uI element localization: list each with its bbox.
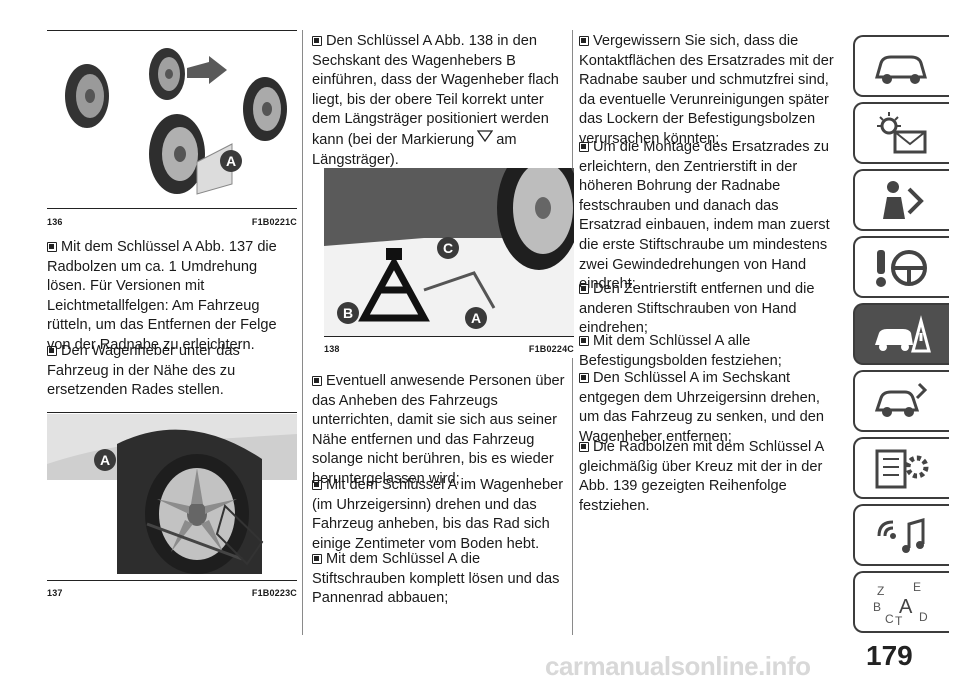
figure-number: 136 <box>47 217 63 227</box>
bullet-icon <box>579 284 589 294</box>
bullet-icon <box>312 376 322 386</box>
tab-maintenance[interactable] <box>853 370 949 432</box>
arrow-icon <box>187 56 227 84</box>
figure-code: F1B0223C <box>251 588 297 598</box>
maintenance-car-icon <box>874 382 928 417</box>
paragraph: Den Zentrierstift entfernen und die ande… <box>579 281 815 337</box>
figure-number: 137 <box>47 588 63 598</box>
tab-dashboard[interactable] <box>853 35 949 97</box>
figure-code: F1B0221C <box>251 217 297 227</box>
paragraph: Den Schlüssel A im Sechskant entgegen de… <box>579 370 825 445</box>
tab-safety[interactable] <box>853 169 949 231</box>
svg-text:A: A <box>899 596 913 618</box>
paragraph: Mit dem Schlüssel A die Stiftschrauben k… <box>312 551 560 607</box>
callout-b: B <box>343 305 353 321</box>
paragraph: Mit dem Schlüssel A Abb. 137 die Radbolz… <box>47 239 277 353</box>
bullet-icon <box>579 336 589 346</box>
tab-index[interactable]: Z E B A C T D <box>853 571 949 633</box>
figure-137: A 137 F1B0223C <box>47 412 297 608</box>
watermark[interactable]: carmanualsonline.info <box>545 651 811 681</box>
bullet-icon <box>579 36 589 46</box>
paragraph: Um die Montage des Ersatzrades zu erleic… <box>579 139 830 293</box>
bullet-icon <box>312 480 322 490</box>
figure-138: C B A 138 F1B0224C <box>324 168 574 358</box>
bullet-icon <box>579 142 589 152</box>
figure-top-rule <box>47 30 297 31</box>
callout-c: C <box>443 240 453 256</box>
bullet-icon <box>579 442 589 452</box>
wheel-icon <box>243 77 287 141</box>
bullet-icon <box>579 373 589 383</box>
svg-text:Z: Z <box>877 584 884 598</box>
paragraph: Die Radbolzen mit dem Schlüssel A gleich… <box>579 439 824 514</box>
figure-code: F1B0224C <box>528 344 574 354</box>
wheel-icon <box>149 48 185 100</box>
svg-text:B: B <box>873 600 881 614</box>
multimedia-icon <box>877 518 925 553</box>
column-divider-1 <box>302 30 303 635</box>
figure-136: A 136 F1B0221C <box>47 30 297 227</box>
figure-top-rule <box>47 412 297 413</box>
svg-text:D: D <box>919 610 928 624</box>
steering-wheel-icon <box>876 250 927 287</box>
warning-lights-icon <box>877 112 927 154</box>
figure-number: 138 <box>324 344 340 354</box>
svg-text:T: T <box>895 614 903 627</box>
bullet-icon <box>312 36 322 46</box>
tab-driving[interactable] <box>853 236 949 298</box>
figure-bottom-rule <box>47 580 297 581</box>
jack-icon <box>358 255 430 322</box>
figure-138-illustration: C B A <box>324 168 574 336</box>
triangle-marker-icon <box>476 130 494 143</box>
wheel-icon <box>145 454 249 574</box>
figure-bottom-rule <box>324 336 574 337</box>
callout-a: A <box>226 153 236 169</box>
bullet-icon <box>47 346 57 356</box>
car-dashboard-icon <box>875 55 927 84</box>
technical-data-icon <box>875 449 929 489</box>
wheel-icon <box>497 168 574 270</box>
safety-airbag-icon <box>883 181 924 219</box>
tab-multimedia[interactable] <box>853 504 949 566</box>
page-number: 179 <box>866 640 913 671</box>
paragraph: Mit dem Schlüssel A alle Befestigungsbol… <box>579 333 782 369</box>
figure-bottom-rule <box>47 208 297 209</box>
paragraph: Vergewissern Sie sich, dass die Kontaktf… <box>579 33 834 147</box>
tab-emergency[interactable] <box>853 303 949 365</box>
callout-a: A <box>471 310 481 326</box>
svg-text:C: C <box>885 612 894 626</box>
wheel-icon <box>65 64 109 128</box>
tab-technical-data[interactable] <box>853 437 949 499</box>
figure-136-illustration: A <box>65 48 287 195</box>
paragraph: Mit dem Schlüssel A im Wagenheber (im Uh… <box>312 477 564 552</box>
bullet-icon <box>312 554 322 564</box>
alphabet-index-icon: Z E B A C T D <box>873 580 928 627</box>
paragraph: Den Schlüssel A Abb. 138 in den Sechskan… <box>312 33 559 168</box>
figure-137-illustration: A <box>47 414 297 574</box>
tab-warning-lights[interactable] <box>853 102 949 164</box>
paragraph: Den Wagenheber unter das Fahrzeug in der… <box>47 343 240 399</box>
svg-text:E: E <box>913 580 921 594</box>
bullet-icon <box>47 242 57 252</box>
paragraph: Eventuell anwesende Personen über das An… <box>312 373 565 487</box>
emergency-icon <box>875 315 931 353</box>
callout-a: A <box>100 452 110 468</box>
wheel-icon <box>149 114 205 194</box>
